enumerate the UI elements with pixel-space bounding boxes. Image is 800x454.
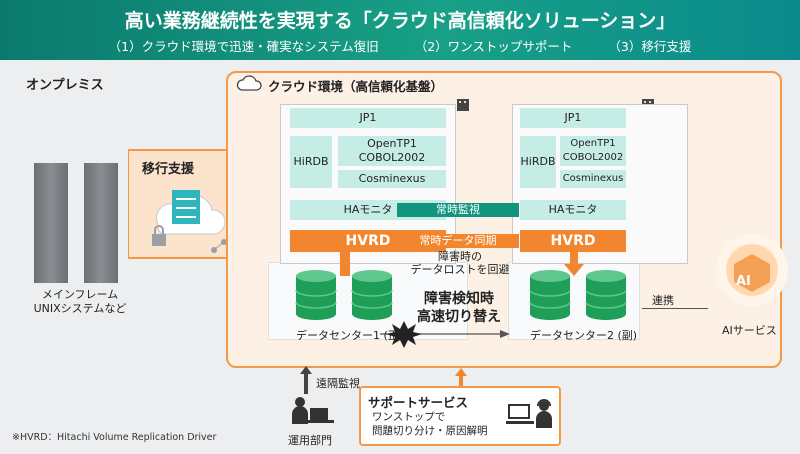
helpdesk-icon (506, 399, 552, 428)
onprem-caption-line1: メインフレーム (41, 288, 119, 301)
support-line1: ワンストップで (372, 411, 446, 423)
banner-item-2: （2）ワンストップサポート (414, 39, 573, 54)
support-arrow (455, 368, 467, 386)
banner-subtitle: （1）クラウド環境で迅速・確実なシステム復旧 （2）ワンストップサポート （3）… (0, 36, 800, 55)
cloud-icon (236, 75, 262, 91)
dc1-hvrd-connector (340, 252, 350, 276)
data-loss-line1: 障害時の (438, 250, 482, 263)
onprem-caption: メインフレーム UNIXシステムなど (20, 288, 140, 316)
dc1-cosminexus: Cosminexus (338, 170, 446, 188)
dc2-cobol: COBOL2002 (562, 152, 624, 163)
banner-item-1: （1）クラウド環境で迅速・確実なシステム復旧 (108, 39, 379, 54)
ops-dept-label: 運用部門 (288, 434, 332, 447)
dc2-ha-monitor: HAモニタ (520, 200, 626, 220)
data-loss-line2: データロストを回避 (410, 263, 510, 276)
cloud-label: クラウド環境（高信頼化基盤） (268, 79, 444, 94)
database-icon (295, 269, 337, 321)
dc1-caption: データセンター1 (正) (296, 329, 404, 342)
operator-icon (292, 397, 334, 424)
dc2-caption: データセンター2 (副) (530, 329, 638, 342)
footnote: ※HVRD：Hitachi Volume Replication Driver (12, 432, 217, 443)
dc2-opentp1: OpenTP1 (570, 138, 616, 149)
dc2-replication-arrow (564, 252, 584, 276)
dc1-hirdb: HiRDB (290, 136, 332, 188)
failover-line1: 障害検知時 (424, 291, 494, 307)
dc1-jp1: JP1 (290, 108, 446, 128)
title-banner (0, 0, 800, 60)
banner-title: 高い業務継続性を実現する「クラウド高信頼化ソリューション」 (124, 10, 676, 32)
onprem-caption-line2: UNIXシステムなど (33, 302, 127, 315)
database-icon (351, 269, 393, 321)
unix-server-icon (84, 163, 118, 283)
support-title: サポートサービス (368, 395, 469, 410)
sync-link: 常時データ同期 (397, 234, 519, 248)
failover-line2: 高速切り替え (417, 309, 501, 325)
ai-caption: AIサービス (722, 324, 777, 337)
remote-monitor-arrow (300, 366, 312, 394)
dc1-cobol: COBOL2002 (358, 151, 426, 164)
dc2-cosminexus: Cosminexus (560, 170, 626, 188)
banner-item-3: （3）移行支援 (608, 39, 692, 54)
dc2-hvrd: HVRD (520, 230, 626, 252)
ai-link-label: 連携 (652, 294, 674, 307)
dc2-jp1: JP1 (520, 108, 626, 128)
support-desc: ワンストップで 問題切り分け・原因解明 (372, 410, 488, 438)
building-icon (457, 99, 469, 111)
dc1-opentp1-cobol: OpenTP1 COBOL2002 (338, 136, 446, 166)
ai-badge: AI (736, 274, 751, 289)
failure-burst-icon (386, 321, 422, 348)
remote-monitor-label: 遠隔監視 (316, 377, 360, 390)
dc2-hirdb: HiRDB (520, 136, 556, 188)
mainframe-icon (34, 163, 68, 283)
monitor-link: 常時監視 (397, 203, 519, 217)
failover-note: 障害検知時 高速切り替え (400, 290, 518, 326)
onprem-label: オンプレミス (26, 78, 104, 93)
database-icon (529, 269, 571, 321)
migration-label: 移行支援 (142, 162, 195, 177)
data-loss-note: 障害時の データロストを回避 (404, 250, 516, 276)
dc1-opentp1: OpenTP1 (367, 137, 417, 150)
dc2-opentp1-cobol: OpenTP1 COBOL2002 (560, 136, 626, 166)
cloud-server-icon (152, 190, 227, 253)
ai-service-icon (716, 234, 788, 306)
support-line2: 問題切り分け・原因解明 (372, 425, 488, 437)
database-icon (585, 269, 627, 321)
ai-link-line (642, 308, 708, 309)
